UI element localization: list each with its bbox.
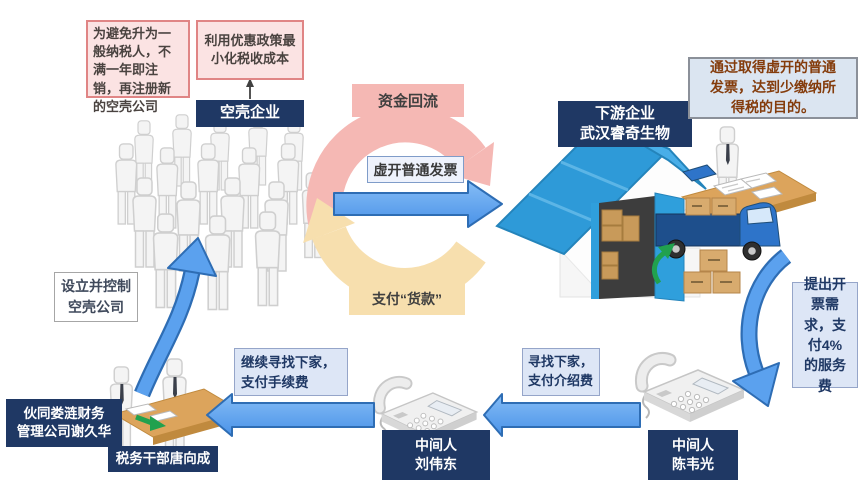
telephone-right-icon — [641, 358, 744, 422]
purpose-note-box: 通过取得虚开的普通发票，达到少缴纳所得税的目的。 — [688, 57, 858, 119]
arrow-shell-to-policy — [246, 78, 254, 99]
parcel-boxes — [683, 197, 741, 294]
green-pass-arrow-icon — [135, 414, 166, 431]
downstream-company-label: 下游企业 武汉睿奇生物 — [558, 101, 692, 147]
arrow-setup-shell — [134, 237, 217, 398]
request-invoice-label: 提出开票需求，支付4%的服务费 — [792, 276, 858, 394]
arrow-fake-invoice — [333, 180, 503, 228]
shell-note-box: 为避免升为一般纳税人，不满一年即注销，再注册新的空壳公司 — [86, 20, 190, 114]
truck-illustration — [651, 197, 781, 294]
green-loading-arrow-icon — [651, 243, 675, 285]
middleman-mid-line2: 刘伟东 — [415, 456, 457, 472]
tax-officer-label: 税务干部唐向成 — [108, 446, 218, 472]
shell-company-label: 空壳企业 — [196, 100, 304, 127]
arrow-continue-find — [206, 393, 375, 437]
find-buyer-label: 寻找下家，支付介绍费 — [522, 348, 600, 396]
middleman-right-line1: 中间人 — [672, 437, 714, 454]
downstream-line1: 下游企业 — [594, 104, 655, 122]
continue-find-label: 继续寻找下家，支付手续费 — [234, 348, 348, 396]
downstream-line2: 武汉睿奇生物 — [579, 125, 670, 142]
arrow-find-buyer — [483, 393, 641, 437]
accomplice-label: 伙同娄涟财务 管理公司谢久华 — [6, 399, 122, 447]
arrow-request-invoice — [732, 249, 792, 407]
boxes-in-warehouse — [601, 209, 640, 280]
crowd-illustration — [115, 113, 326, 311]
middleman-mid-line1: 中间人 — [415, 437, 457, 454]
accomplice-line2: 管理公司谢久华 — [16, 424, 112, 439]
middleman-right-label: 中间人 陈韦光 — [648, 430, 738, 480]
fake-invoice-label: 虚开普通发票 — [367, 156, 464, 183]
funds-return-label: 资金回流 — [352, 84, 464, 117]
setup-shell-label: 设立并控制空壳公司 — [54, 272, 138, 322]
policy-note-box: 利用优惠政策最小化税收成本 — [196, 20, 304, 80]
middleman-mid-label: 中间人 刘伟东 — [382, 430, 490, 480]
accomplice-line1: 伙同娄涟财务 — [23, 405, 105, 421]
warehouse-illustration — [495, 119, 707, 302]
middleman-right-line2: 陈韦光 — [672, 456, 714, 472]
pay-goods-label: 支付“货款” — [349, 283, 465, 315]
